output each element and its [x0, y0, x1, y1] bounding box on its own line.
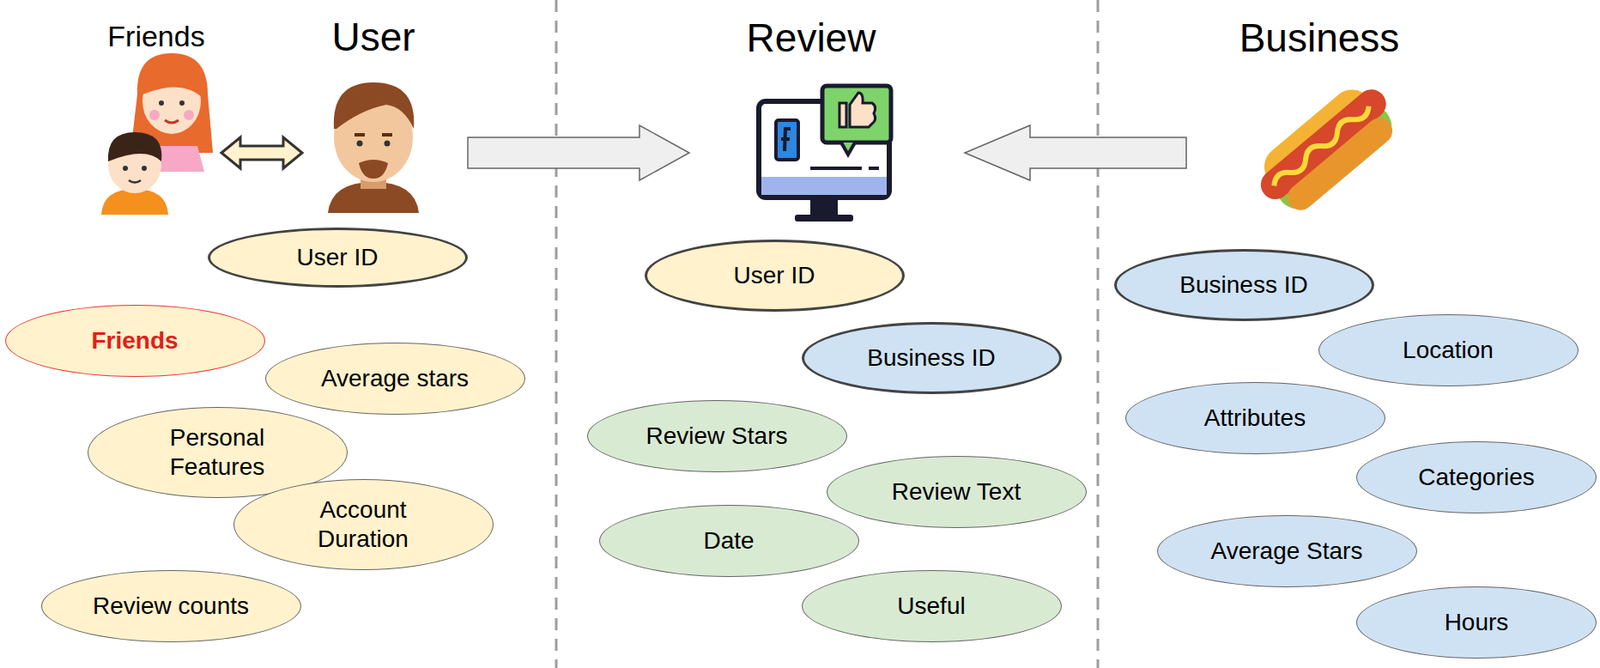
attribute-ellipse: Date — [599, 504, 860, 577]
user-man — [327, 82, 419, 213]
attribute-ellipse: Average stars — [265, 342, 526, 415]
attribute-ellipse: Categories — [1356, 441, 1597, 514]
attribute-text: Business ID — [1174, 270, 1313, 300]
column-title: User — [331, 13, 415, 61]
attribute-text: Friends — [85, 326, 183, 356]
attribute-ellipse: Attributes — [1125, 381, 1386, 455]
attribute-ellipse: User ID — [207, 227, 468, 288]
attribute-text: Hours — [1439, 607, 1515, 637]
attribute-text: Account Duration — [272, 495, 455, 553]
review-monitor — [758, 85, 891, 222]
double-arrow — [221, 137, 303, 169]
attribute-text: Categories — [1412, 462, 1540, 492]
attribute-text: Location — [1397, 335, 1499, 365]
attribute-ellipse: Hours — [1356, 586, 1597, 659]
attribute-text: Date — [697, 526, 759, 556]
attribute-ellipse: Review Stars — [587, 400, 848, 473]
block-arrow — [964, 125, 1187, 181]
friend-boy — [101, 132, 169, 215]
attribute-ellipse: Business ID — [1114, 248, 1375, 322]
attribute-ellipse: Location — [1318, 314, 1579, 387]
separator — [555, 0, 558, 668]
attribute-ellipse: Business ID — [801, 321, 1062, 394]
block-arrow — [467, 125, 690, 181]
attribute-text: Review Stars — [641, 421, 794, 451]
attribute-ellipse: Review Text — [826, 455, 1087, 528]
attribute-text: Review Text — [886, 477, 1026, 507]
attribute-text: User ID — [728, 260, 821, 291]
attribute-text: User ID — [291, 242, 384, 273]
group-label: Friends — [107, 19, 205, 54]
attribute-ellipse: Friends — [5, 304, 266, 377]
attribute-ellipse: Useful — [801, 569, 1062, 643]
column-title: Business — [1239, 14, 1400, 61]
separator — [1096, 0, 1100, 668]
attribute-text: Personal Features — [126, 423, 309, 481]
attribute-text: Review counts — [87, 591, 255, 621]
attribute-text: Attributes — [1199, 403, 1311, 433]
attribute-ellipse: User ID — [644, 239, 905, 312]
attribute-text: Useful — [891, 591, 970, 621]
column-title: Review — [746, 14, 877, 61]
attribute-text: Average Stars — [1206, 536, 1369, 566]
attribute-ellipse: Account Duration — [233, 478, 494, 570]
attribute-text: Business ID — [861, 343, 1000, 373]
attribute-ellipse: Review counts — [41, 569, 302, 643]
attribute-text: Average stars — [315, 363, 474, 394]
business-hotdog — [1246, 72, 1408, 224]
attribute-ellipse: Average Stars — [1157, 515, 1418, 588]
